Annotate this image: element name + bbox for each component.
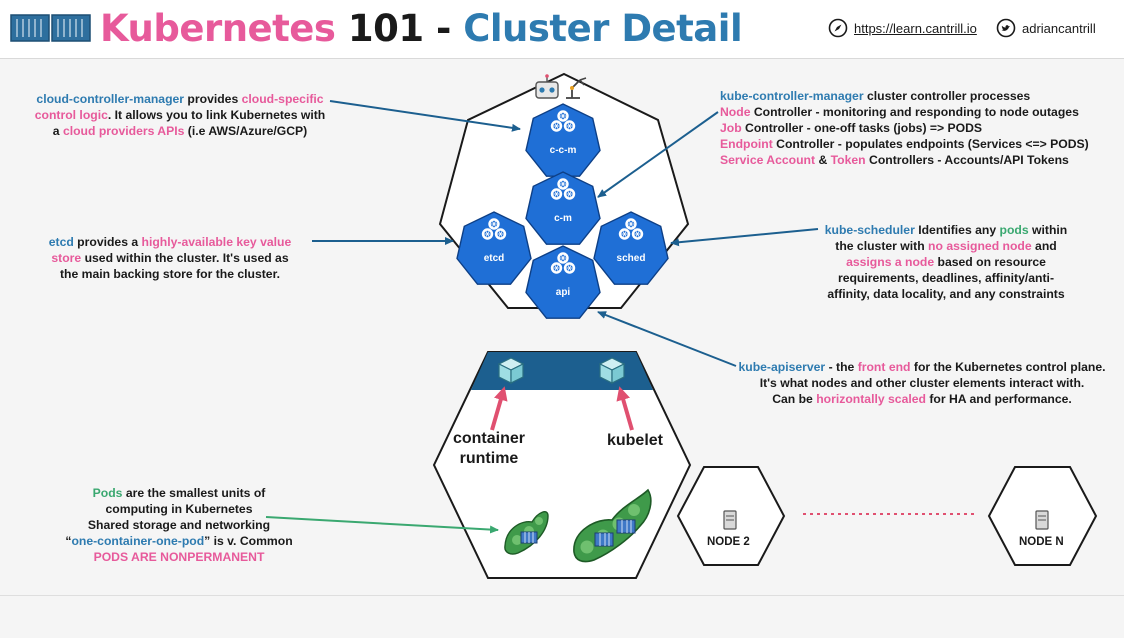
container-runtime-label: container runtime: [452, 430, 525, 467]
twitter-handle-link[interactable]: adriancantrill: [1022, 21, 1096, 36]
course-url-link[interactable]: https://learn.cantrill.io: [854, 21, 977, 36]
component-label: etcd: [484, 253, 505, 264]
worker-node-header-bar: [471, 352, 653, 390]
helm-wheels-icon: [550, 252, 576, 274]
twitter-icon: [996, 18, 1016, 38]
component-sched: sched: [593, 211, 669, 285]
kubelet-cube-icon: [598, 357, 626, 384]
pods-arrow: [265, 516, 499, 534]
component-label: sched: [617, 253, 646, 264]
apiserver-annotation: kube-apiserver - the front end for the K…: [738, 360, 1106, 406]
node-n-label: NODE N: [1019, 536, 1064, 548]
container-logo-icon: [10, 14, 91, 42]
helm-wheels-icon: [550, 178, 576, 200]
footer-divider: [0, 595, 1124, 596]
pod-small-icon: [504, 511, 549, 555]
kubelet-arrow: [616, 386, 634, 431]
helm-wheels-icon: [481, 218, 507, 240]
component-label: c-m: [554, 213, 572, 224]
component-label: api: [556, 287, 571, 298]
header-bar: [0, 0, 1124, 58]
api-arrow: [597, 311, 737, 367]
node-2-server-icon: [723, 510, 737, 530]
scheduler-annotation: kube-scheduler Identifies any pods withi…: [824, 223, 1068, 301]
sched-arrow: [670, 228, 819, 247]
header-divider: [0, 58, 1124, 59]
helm-wheels-icon: [618, 218, 644, 240]
component-ccm: c-c-m: [525, 103, 601, 177]
kcm-annotation: kube-controller-manager cluster controll…: [720, 89, 1089, 167]
pod-large-icon: [573, 488, 652, 563]
component-api: api: [525, 245, 601, 319]
node-n-server-icon: [1035, 510, 1049, 530]
ccm-arrow: [329, 100, 521, 132]
etcd-annotation: etcd provides a highly-available key val…: [48, 235, 292, 281]
container-runtime-cube-icon: [497, 357, 525, 384]
component-cm: c-m: [525, 171, 601, 245]
robot-arm-icon: [566, 77, 587, 99]
kcm-arrow: [597, 111, 719, 198]
pods-annotation: Pods are the smallest units of computing…: [65, 486, 293, 564]
page-title: Kubernetes 101 - Cluster Detail: [100, 7, 743, 50]
container-runtime-arrow: [490, 386, 508, 431]
ccm-annotation: cloud-controller-manager provides cloud-…: [34, 92, 326, 138]
helm-wheels-icon: [550, 110, 576, 132]
footer-bar: [0, 596, 1124, 638]
kubelet-label: kubelet: [606, 432, 663, 449]
robot-icon: [535, 74, 559, 99]
node-2-label: NODE 2: [707, 536, 750, 548]
component-label: c-c-m: [550, 145, 577, 156]
component-etcd: etcd: [456, 211, 532, 285]
compass-icon: [828, 18, 848, 38]
